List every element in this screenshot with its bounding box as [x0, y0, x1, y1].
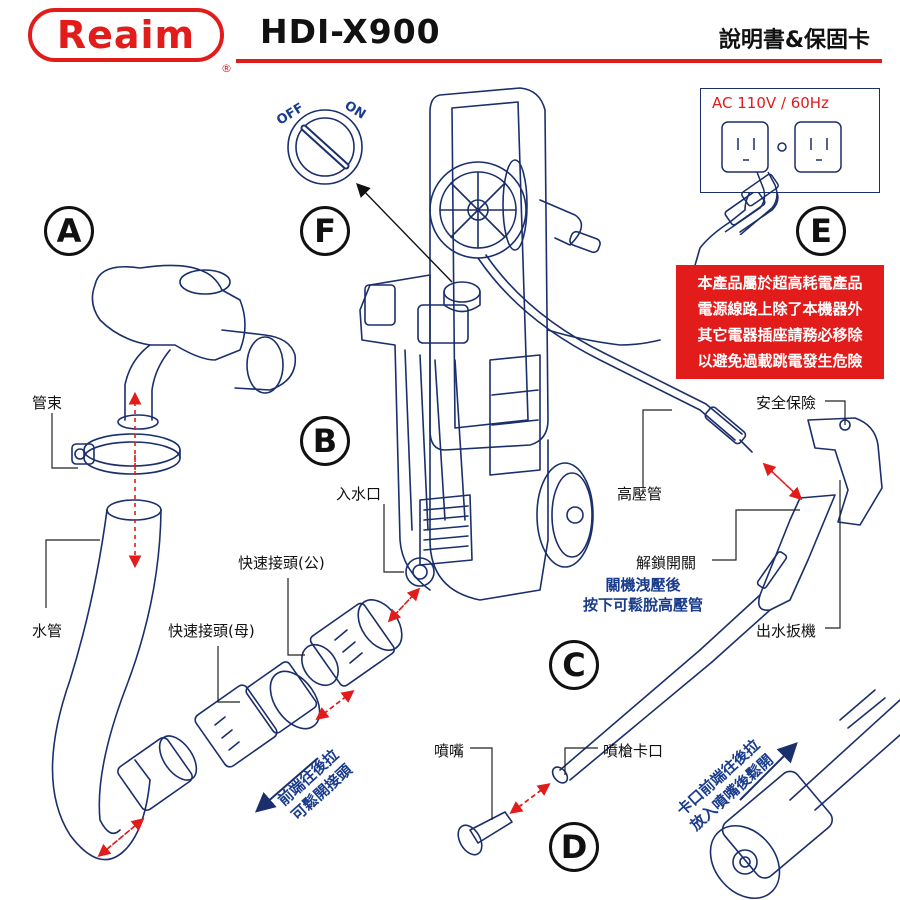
document-title: 說明書&保固卡 [718, 28, 870, 53]
section-d-marker: D [549, 822, 599, 872]
nozzle-label: 噴嘴 [434, 742, 465, 760]
trigger-label: 出水扳機 [756, 622, 817, 640]
model-number: HDI-X900 [260, 12, 441, 51]
water-hose-illustration [51, 499, 198, 861]
unlock-switch-label: 解鎖開關 [636, 554, 697, 572]
quick-connector-female-label: 快速接頭(母) [168, 622, 255, 640]
section-f-marker: F [300, 206, 350, 256]
warning-line: 電源線路上除了本機器外 [697, 300, 863, 318]
section-c-letter: C [562, 646, 586, 684]
leader-female-connector [217, 646, 240, 703]
power-warning-box: 本產品屬於超高耗電產品 電源線路上除了本機器外 其它電器插座請務必移除 以避免過… [676, 265, 884, 379]
hose-clamp-illustration [71, 433, 181, 475]
section-d-letter: D [560, 828, 588, 866]
outlet-panel [700, 88, 880, 193]
quick-connector-female-illustration [194, 661, 321, 768]
warning-line: 以避免過載跳電發生危險 [697, 352, 863, 370]
nozzle-arrow-a [511, 783, 551, 813]
gun-hose-arrow-b [762, 462, 801, 499]
connector-male-arrow-b [387, 589, 419, 623]
hose-end-arrow-b [97, 819, 143, 858]
outlet-sockets [721, 121, 842, 235]
safety-lock-label: 安全保險 [756, 394, 817, 412]
warning-line: 其它電器插座請務必移除 [697, 326, 863, 344]
connector-male-arrow-a [389, 587, 421, 621]
washer-body-illustration [359, 87, 753, 601]
nozzle-illustration [457, 811, 513, 856]
section-c-marker: C [549, 640, 599, 690]
water-hose-label: 水管 [32, 622, 63, 640]
pull-clip-arrow [739, 742, 798, 801]
release-pressure-note: 關機洩壓後 按下可鬆脫高壓管 [568, 575, 718, 615]
nozzle-arrow-b [509, 784, 549, 814]
pull-connector-arrow [254, 757, 319, 813]
section-e-letter: E [810, 212, 832, 250]
leader-trigger [825, 480, 841, 629]
header-rule [236, 59, 882, 63]
leader-hose-clamp [51, 413, 78, 469]
switch-callout-arrow [356, 182, 453, 283]
quick-connector-male-label: 快速接頭(公) [238, 554, 325, 572]
section-f-letter: F [314, 212, 336, 250]
leader-unlock-switch [712, 509, 800, 561]
connector-female-arrow-a [317, 690, 355, 719]
warning-line: 本產品屬於超高耗電產品 [697, 274, 863, 292]
brand-logo-text: Reaim [56, 13, 196, 57]
leader-male-connector [287, 578, 305, 656]
gun-clip-label: 噴槍卡口 [603, 742, 664, 760]
registered-mark: ® [221, 62, 232, 75]
section-b-letter: B [312, 422, 338, 460]
section-a-letter: A [56, 212, 82, 250]
leader-water-inlet [383, 504, 404, 573]
faucet-illustration [91, 264, 297, 430]
water-inlet-label: 入水口 [336, 485, 382, 503]
release-pressure-note-line1: 關機洩壓後 [605, 576, 681, 594]
leader-nozzle [470, 747, 493, 820]
leader-safety-lock [825, 400, 846, 425]
spray-gun-illustration [551, 417, 883, 784]
high-pressure-hose-label: 高壓管 [617, 485, 663, 503]
connector-female-arrow-b [315, 691, 353, 720]
gun-clip-closeup-illustration [709, 689, 900, 900]
leader-high-pressure-hose [642, 409, 672, 488]
leader-water-hose [45, 539, 100, 608]
brand-logo: Reaim [28, 8, 224, 62]
hose-clamp-label: 管束 [32, 394, 63, 412]
power-spec: AC 110V / 60Hz [712, 94, 829, 112]
leader-gun-clip [564, 747, 598, 775]
section-e-marker: E [796, 206, 846, 256]
quick-connector-male-illustration [301, 599, 403, 687]
section-b-marker: B [300, 416, 350, 466]
release-pressure-note-line2: 按下可鬆脫高壓管 [582, 596, 703, 614]
power-switch-illustration [287, 109, 363, 185]
section-a-marker: A [44, 206, 94, 256]
